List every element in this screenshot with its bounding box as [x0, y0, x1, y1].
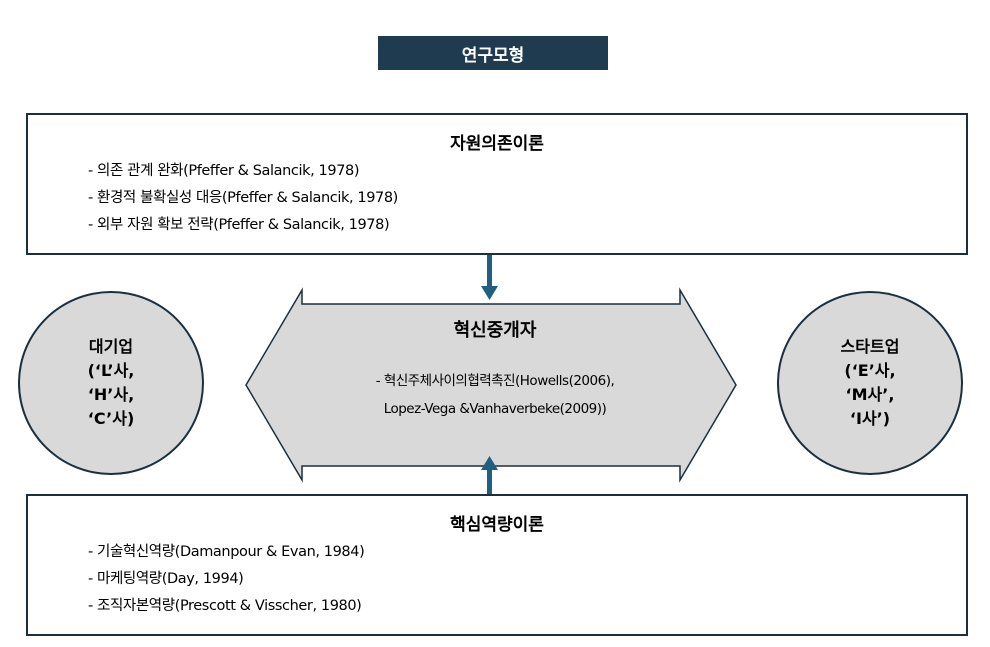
list-item: - 외부 자원 확보 전략(Pfeffer & Salancik, 1978): [88, 217, 390, 233]
description-line: - 혁신주체사이의협력촉진(Howells(2006),: [375, 373, 615, 389]
startups-circle: 스타트업 (‘E’사, ‘M사’, ‘I사’): [777, 291, 963, 475]
resource-dependence-box: 자원의존이론 - 의존 관계 완화(Pfeffer & Salancik, 19…: [26, 113, 968, 255]
list-item: - 환경적 불확실성 대응(Pfeffer & Salancik, 1978): [88, 190, 398, 206]
diagram-title: 연구모형: [378, 36, 608, 70]
company-line: ‘M사’,: [845, 385, 895, 404]
resource-dependence-title: 자원의존이론: [450, 134, 544, 154]
innovation-intermediary-arrow-shape: [245, 287, 737, 483]
list-item: - 의존 관계 완화(Pfeffer & Salancik, 1978): [88, 163, 360, 179]
core-competence-box: 핵심역량이론 - 기술혁신역량(Damanpour & Evan, 1984) …: [26, 494, 968, 636]
down-arrow-icon: [481, 255, 498, 300]
innovation-intermediary-title: 혁신중개자: [453, 320, 537, 341]
company-line: (‘L’사,: [87, 361, 135, 380]
company-line: ‘H’사,: [87, 385, 135, 404]
core-competence-title: 핵심역량이론: [450, 515, 544, 535]
company-line: ‘I사’): [849, 409, 891, 428]
company-line: ‘C’사): [87, 409, 135, 428]
core-competence-list: - 기술혁신역량(Damanpour & Evan, 1984) - 마케팅역량…: [28, 539, 966, 620]
resource-dependence-list: - 의존 관계 완화(Pfeffer & Salancik, 1978) - 환…: [28, 158, 966, 239]
description-line: Lopez-Vega &Vanhaverbeke(2009)): [383, 401, 607, 417]
large-companies-circle: 대기업 (‘L’사, ‘H’사, ‘C’사): [18, 291, 204, 475]
startups-label: 스타트업: [840, 337, 900, 356]
up-arrow-icon: [481, 456, 498, 495]
large-companies-label: 대기업: [88, 337, 134, 356]
list-item: - 조직자본역량(Prescott & Visscher, 1980): [88, 598, 362, 614]
list-item: - 기술혁신역량(Damanpour & Evan, 1984): [88, 544, 365, 560]
list-item: - 마케팅역량(Day, 1994): [88, 571, 244, 587]
innovation-intermediary-description: - 혁신주체사이의협력촉진(Howells(2006), Lopez-Vega …: [300, 367, 690, 423]
company-line: (‘E’사,: [844, 361, 896, 380]
